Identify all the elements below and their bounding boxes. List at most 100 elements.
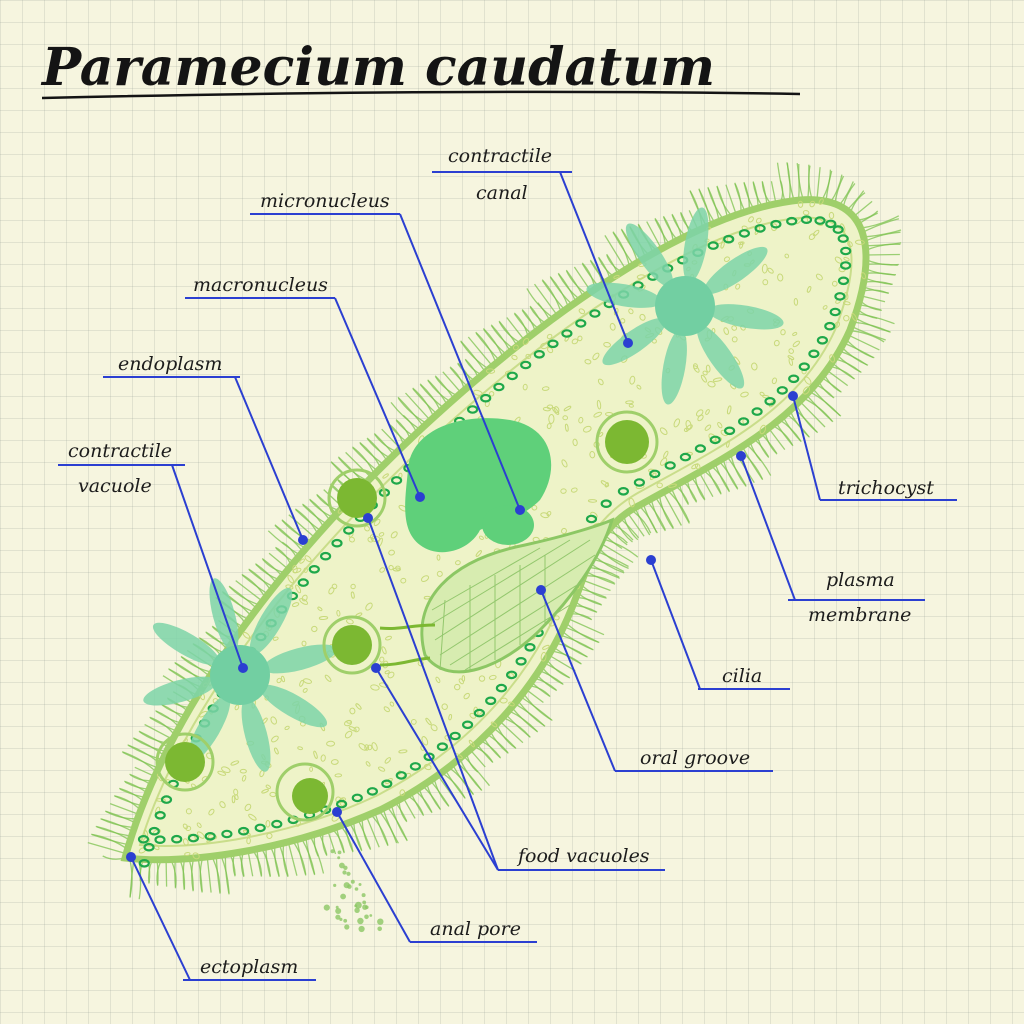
trichocyst-dot <box>829 307 841 317</box>
cytoplasm-granule <box>370 684 380 691</box>
cytoplasm-granule <box>276 677 282 684</box>
trichocyst-dot <box>331 538 343 548</box>
cytoplasm-granule <box>604 482 609 488</box>
cytoplasm-granule <box>840 223 846 233</box>
cilium <box>442 371 462 394</box>
trichocyst-dot <box>788 374 800 384</box>
cilium <box>634 507 651 536</box>
cytoplasm-granule <box>499 697 508 704</box>
cytoplasm-granule <box>582 425 592 433</box>
cytoplasm-granule <box>735 283 741 290</box>
cytoplasm-granule <box>398 749 408 754</box>
contractile-vacuole-top <box>586 207 784 405</box>
cytoplasm-granule <box>812 229 820 237</box>
trichocyst-dot <box>154 810 166 820</box>
trichocyst-dot <box>148 826 160 836</box>
trichocyst-dot <box>751 407 763 416</box>
cytoplasm-granule <box>365 602 373 611</box>
contractile-canal-ray <box>152 622 220 666</box>
cilium <box>352 447 379 472</box>
trichocyst-dot <box>409 762 421 771</box>
cytoplasm-granule <box>455 560 461 566</box>
food-vacuole-ring <box>327 468 387 528</box>
discharge-dot <box>335 908 342 914</box>
cytoplasm-granule <box>350 583 356 590</box>
trichocyst-dot <box>533 349 545 359</box>
cytoplasm-granule <box>425 717 432 726</box>
cytoplasm-granule <box>304 555 312 563</box>
cytoplasm-granule <box>792 332 798 336</box>
cytoplasm-granule <box>792 340 800 348</box>
cytoplasm-granule <box>309 766 314 772</box>
cytoplasm-granule <box>628 403 634 408</box>
cytoplasm-granule <box>155 798 166 803</box>
cytoplasm-granule <box>358 743 368 751</box>
cytoplasm-granule <box>265 820 271 828</box>
macronucleus-shape <box>405 418 552 553</box>
cilium <box>862 218 900 234</box>
cytoplasm-granule <box>302 687 308 693</box>
cytoplasm-granule <box>656 482 663 489</box>
contractile-canal-ray <box>263 644 337 674</box>
trichocyst-dot <box>480 393 492 403</box>
trichocyst-dot <box>506 670 518 680</box>
cytoplasm-granule <box>548 414 555 424</box>
cytoplasm-granule <box>692 363 699 370</box>
cilium <box>533 283 559 316</box>
cilium <box>412 388 438 415</box>
cytoplasm-granule <box>609 322 616 331</box>
trichocyst-dot <box>366 787 378 796</box>
cytoplasm-granule <box>274 747 279 755</box>
trichocyst-dot <box>633 478 646 487</box>
cytoplasm-granule <box>726 440 730 448</box>
food-vacuole-ring <box>322 615 382 675</box>
trichocyst-dot <box>462 720 474 730</box>
cytoplasm-granule <box>788 357 794 366</box>
cytoplasm-granule <box>829 354 836 363</box>
trichocyst-dot <box>664 461 676 470</box>
cytoplasm-granule <box>182 838 189 846</box>
food-vacuole <box>337 478 377 518</box>
contractile-vacuole-center <box>210 645 270 705</box>
cytoplasm-granule <box>488 674 497 681</box>
cytoplasm-granule <box>353 726 360 733</box>
label-micronucleus: micronucleus <box>260 190 390 212</box>
discharge-dot <box>333 883 337 888</box>
cytoplasm-granule <box>436 570 443 577</box>
cytoplasm-granule <box>546 333 553 340</box>
cytoplasm-granule <box>331 583 338 590</box>
cytoplasm-granule <box>265 784 271 789</box>
cytoplasm-granule <box>628 497 635 508</box>
trichocyst-dot <box>524 642 536 652</box>
cytoplasm-granule <box>454 683 461 691</box>
cilium <box>499 720 524 744</box>
trichocyst-dot <box>839 261 852 270</box>
cytoplasm-granule <box>707 380 716 388</box>
cytoplasm-granule <box>818 198 824 205</box>
cytoplasm-granule <box>231 795 236 804</box>
trichocyst-dot <box>154 835 166 845</box>
cytoplasm-granule <box>336 610 341 617</box>
cytoplasm-granule <box>389 701 395 707</box>
food-vacuole-trail <box>379 623 436 667</box>
cytoplasm-granule <box>578 308 586 315</box>
cytoplasm-granule <box>383 706 390 713</box>
cytoplasm-granule <box>731 336 738 343</box>
cytoplasm-granule <box>685 419 692 430</box>
cytoplasm-granule <box>185 808 192 815</box>
trichocyst-dot <box>395 771 407 780</box>
trichocyst-dot <box>738 229 751 238</box>
cilium <box>247 850 254 877</box>
cytoplasm-granule <box>292 567 302 574</box>
trichocyst-dot <box>320 551 332 561</box>
cilium <box>863 229 902 238</box>
cytoplasm-granule <box>668 483 677 488</box>
cytoplasm-granule <box>842 301 851 306</box>
cytoplasm-granule <box>639 313 646 321</box>
cilium <box>287 841 298 876</box>
cilium <box>604 235 627 270</box>
cytoplasm-granule <box>767 267 774 274</box>
cytoplasm-granule <box>563 405 572 412</box>
